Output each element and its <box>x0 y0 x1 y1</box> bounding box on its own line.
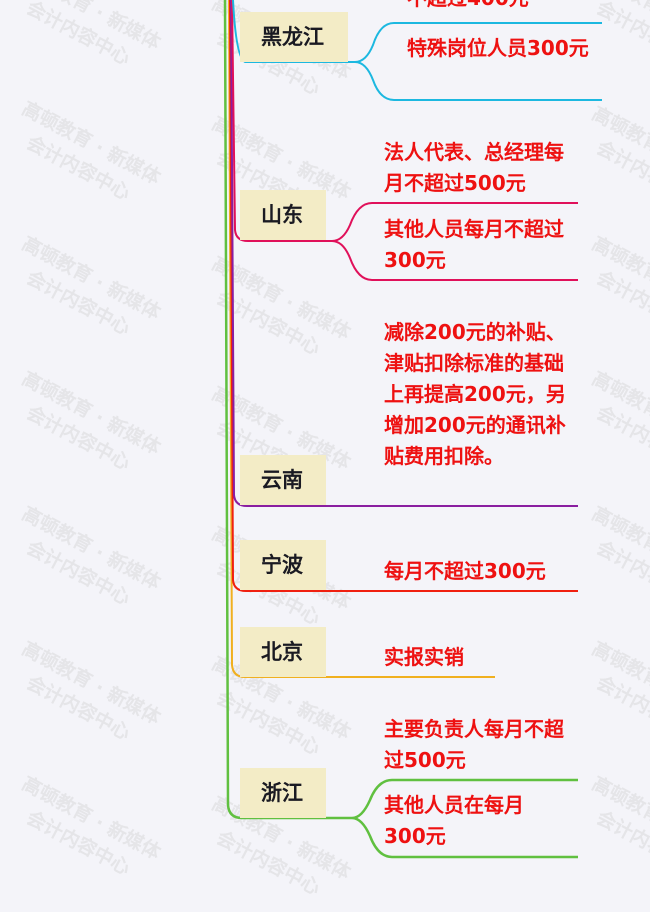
branch-line-yunnan <box>230 0 578 507</box>
node-shandong: 山东 <box>240 190 326 240</box>
branch-line-heilongjiang <box>232 0 602 101</box>
leaf-shandong-1: 法人代表、总经理每月不超过500元 <box>384 140 564 195</box>
leaf-zhejiang-2: 其他人员在每月300元 <box>384 793 524 848</box>
node-beijing: 北京 <box>240 627 326 677</box>
leaf-ningbo-1: 每月不超过300元 <box>384 559 546 583</box>
branch-line-ningbo <box>229 0 578 592</box>
leaf-shandong-2: 其他人员每月不超过300元 <box>384 217 564 272</box>
branch-line-beijing <box>228 0 495 678</box>
leaf-beijing-1: 实报实销 <box>384 645 464 669</box>
leaf-yunnan-1: 减除200元的补贴、津贴扣除标准的基础上再提高200元，另增加200元的通讯补贴… <box>384 320 566 468</box>
leaf-heilongjiang-1: 不超过400元 <box>407 0 529 14</box>
node-zhejiang: 浙江 <box>240 768 326 818</box>
leaf-zhejiang-1: 主要负责人每月不超过500元 <box>384 717 564 772</box>
leaf-heilongjiang-2: 特殊岗位人员300元 <box>407 36 589 60</box>
node-yunnan: 云南 <box>240 455 326 505</box>
node-heilongjiang: 黑龙江 <box>240 12 348 62</box>
node-ningbo: 宁波 <box>240 540 326 590</box>
branch-line-shandong <box>231 0 578 281</box>
branch-line-zhejiang <box>223 0 578 859</box>
